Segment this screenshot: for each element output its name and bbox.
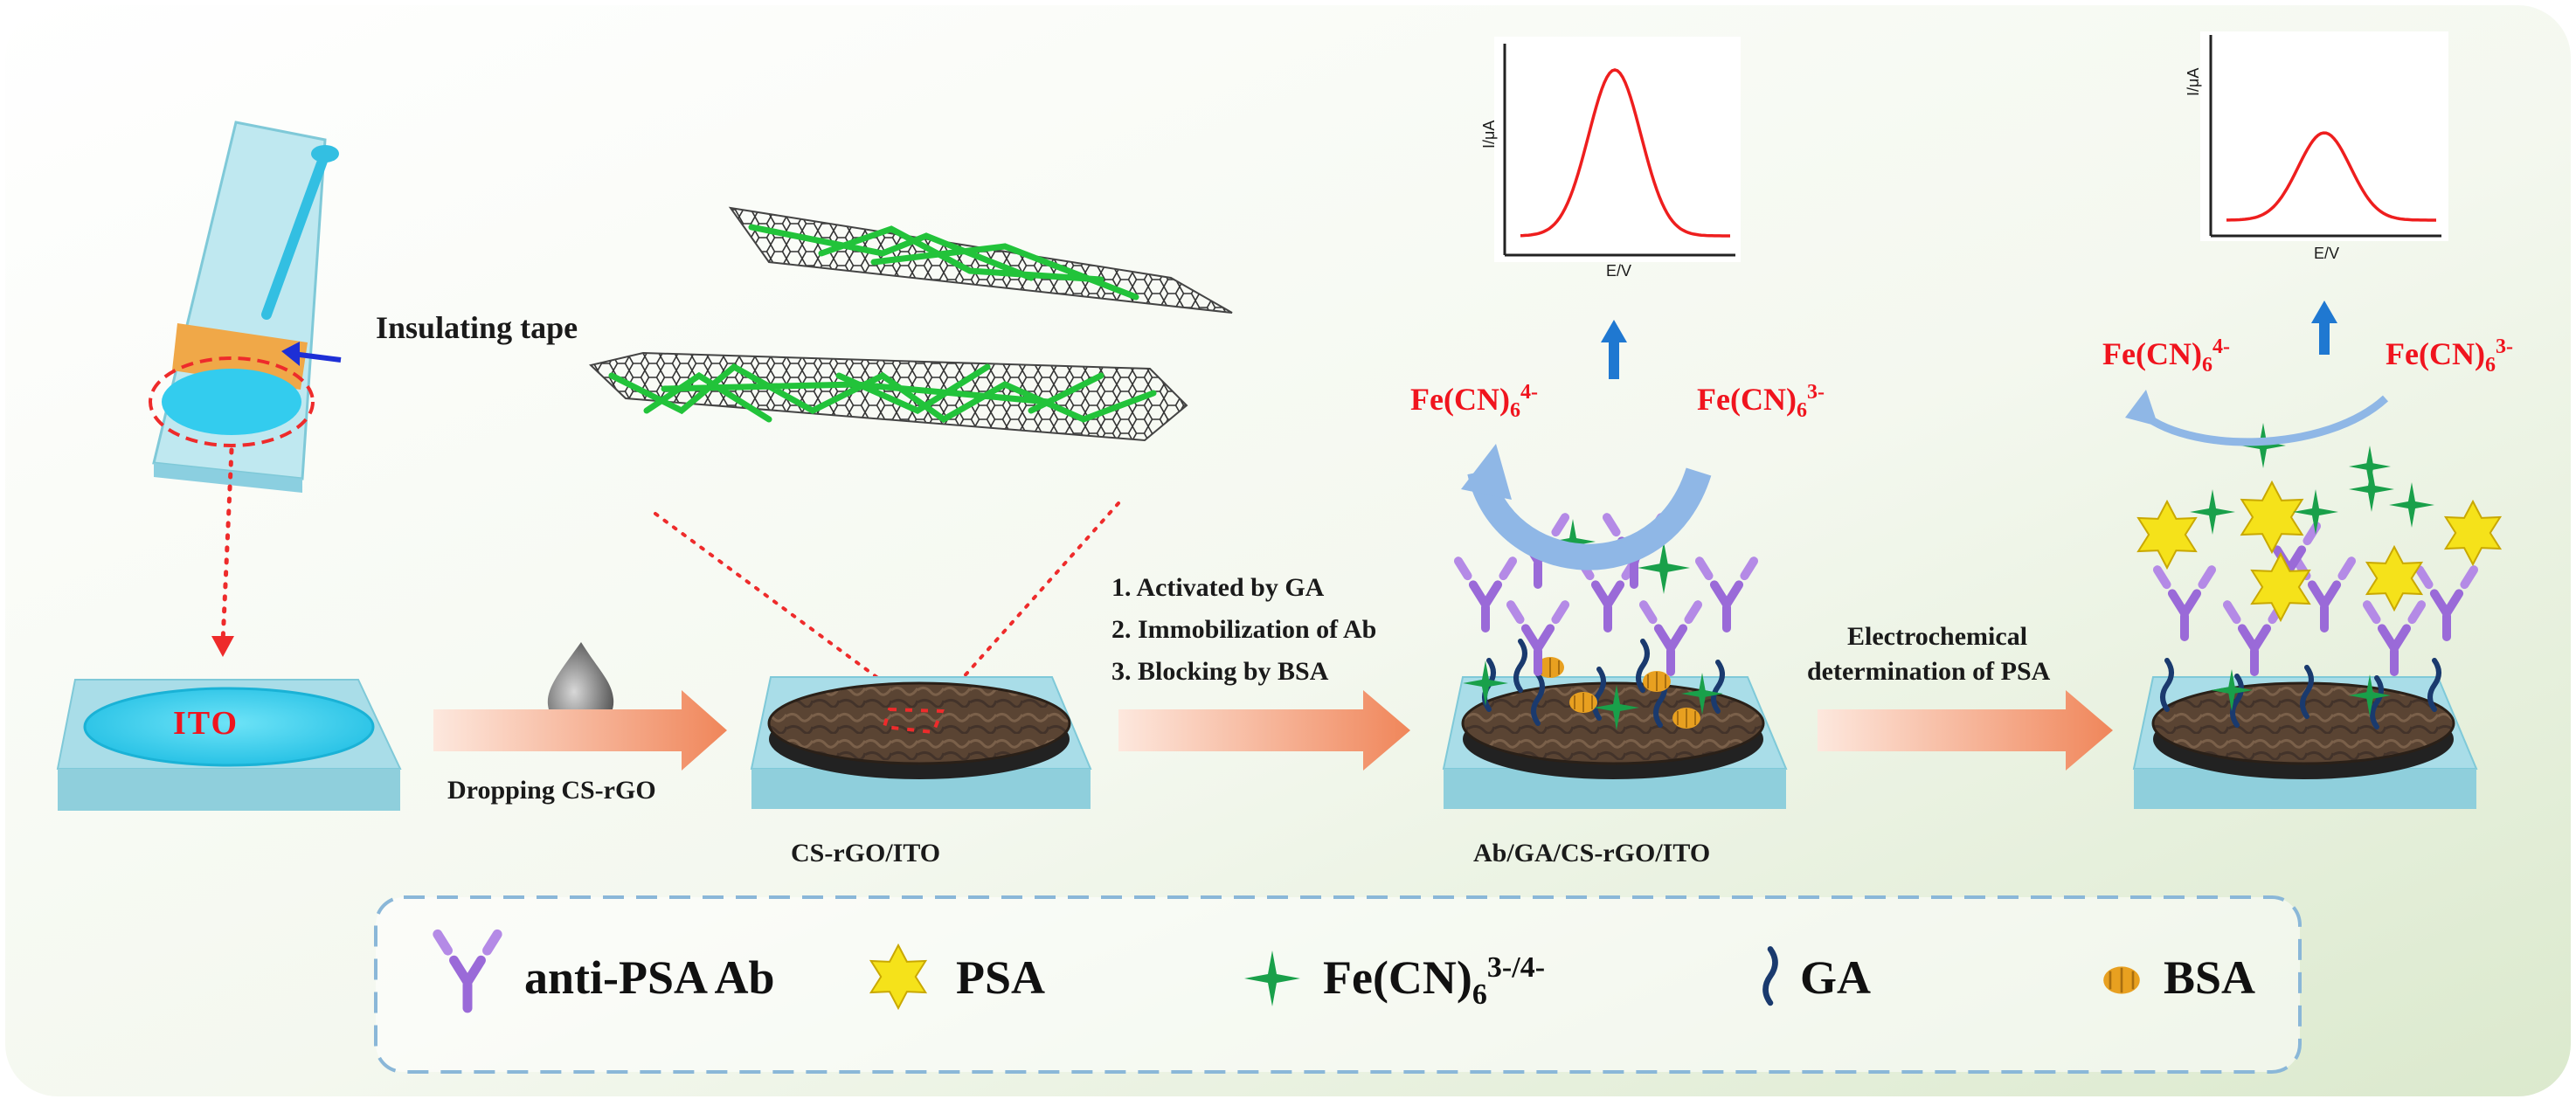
redox-label-right-1: Fe(CN)63- [1697, 381, 1825, 423]
ga-linker-e4-3 [2370, 675, 2384, 729]
bsa-e3-2 [1643, 671, 1671, 692]
ga-linker-e4-1 [2230, 674, 2244, 728]
fe-ion-e4-3 [2240, 423, 2286, 468]
dpv-plot-1 [1494, 37, 1741, 262]
dropping-label: Dropping CS-rGO [447, 776, 656, 805]
graphene-sheet-bottom [588, 351, 1188, 442]
psa-e4-2 [2250, 551, 2311, 623]
redox-cycle-arrow-1 [1467, 467, 1712, 570]
legend-psa-icon [869, 943, 928, 1011]
plot-1-ylabel: I/μA [1480, 120, 1498, 149]
graphene-sheet-top [728, 206, 1233, 314]
antibody-e4-4 [2414, 565, 2479, 641]
signal-arrow-2 [2311, 301, 2337, 355]
ito-electrode-strip [149, 121, 342, 657]
electrode-psa-modifiers [2136, 423, 2503, 729]
legend-fe-icon [1244, 950, 1300, 1006]
redox-label-right-2: Fe(CN)63- [2386, 335, 2513, 377]
fe-ion-e4-7 [2349, 674, 2391, 716]
ga-linker-e4-4 [2427, 658, 2441, 712]
redox-label-left-1: Fe(CN)64- [1410, 381, 1538, 423]
dpv-curve-1 [1520, 68, 1730, 238]
ito-zoom-line [220, 447, 234, 645]
ito-zoom-circle [149, 356, 315, 447]
ga-linker-e4-0 [2160, 658, 2174, 712]
signal-arrow-1 [1601, 320, 1627, 379]
psa-e4-0 [2136, 499, 2198, 570]
dpv-plot-2 [2200, 31, 2448, 241]
determination-label: determination of PSA [1807, 657, 2051, 686]
legend-psa-text: PSA [956, 951, 1046, 1004]
legend-bsa-icon [2103, 966, 2140, 994]
fe-ion-e4-5 [2389, 482, 2434, 528]
plot-2-xlabel: E/V [2314, 245, 2340, 262]
psa-e4-1 [2240, 480, 2304, 555]
electrochemical-label: Electrochemical [1847, 622, 2028, 651]
insulating-tape-label: Insulating tape [376, 310, 578, 345]
legend-antibody-text: anti-PSA Ab [524, 951, 775, 1004]
legend-ga-icon [1762, 946, 1778, 1006]
fe-ion-e3-4 [1638, 542, 1690, 594]
electrode-cs-rgo [750, 676, 1092, 809]
legend-bsa-text: BSA [2164, 951, 2256, 1004]
plot-1-xlabel: E/V [1606, 262, 1632, 280]
legend-ga-text: GA [1800, 951, 1871, 1004]
legend-box [374, 895, 2302, 1074]
ga-linker-e4-2 [2300, 665, 2314, 719]
antibody-e4-3 [2362, 600, 2427, 676]
bsa-e3-3 [1672, 708, 1700, 729]
ito-label: ITO [173, 705, 239, 742]
ga-linker-e3-1 [1531, 672, 1545, 726]
tape-pointer-arrow [292, 351, 342, 363]
step-1-label: 1. Activated by GA [1111, 573, 1325, 602]
fe-ion-e4-4 [2349, 446, 2391, 487]
legend-antibody-icon [433, 929, 502, 1013]
process-arrow-1 [433, 690, 727, 771]
ga-linker-e3-6 [1636, 639, 1650, 693]
ab-ga-cs-rgo-ito-label: Ab/GA/CS-rGO/ITO [1473, 839, 1711, 868]
background-panel [5, 5, 2571, 1096]
bsa-e3-1 [1569, 692, 1597, 713]
ga-linker-e3-5 [1513, 639, 1527, 693]
fe-ion-e4-1 [2293, 489, 2338, 535]
dpv-curve-2 [2226, 131, 2436, 222]
cs-rgo-ito-label: CS-rGO/ITO [791, 839, 941, 868]
ga-linker-e3-4 [1711, 660, 1725, 714]
zoom-line-left [654, 512, 884, 683]
fe-ion-e3-2 [1681, 673, 1723, 715]
redox-label-left-2: Fe(CN)64- [2102, 335, 2230, 377]
antibody-e3-1 [1506, 600, 1570, 676]
psa-e4-4 [2443, 499, 2503, 567]
fe-ion-e3-0 [1463, 660, 1508, 706]
ga-linker-e3-2 [1592, 667, 1606, 721]
fe-ion-e4-2 [2349, 467, 2394, 512]
redox-cycle-arrow-2 [2136, 395, 2389, 446]
ito-substrate [56, 679, 402, 811]
plot-2-ylabel: I/μA [2185, 67, 2202, 96]
antibody-e4-0 [2152, 565, 2217, 641]
step-3-label: 3. Blocking by BSA [1111, 657, 1329, 686]
process-arrow-3 [1818, 690, 2113, 771]
antibody-e3-3 [1638, 600, 1703, 676]
fe-ion-e3-1 [1594, 685, 1639, 730]
legend-fe-text: Fe(CN)63-/4- [1323, 951, 1546, 1011]
fe-ion-e4-0 [2190, 489, 2235, 535]
antibody-e3-4 [1694, 556, 1759, 632]
zoom-line-right [959, 501, 1120, 681]
fe-ion-e3-3 [1550, 519, 1596, 564]
antibody-e3-0 [1453, 556, 1518, 632]
psa-e4-3 [2365, 544, 2424, 612]
step-2-label: 2. Immobilization of Ab [1111, 615, 1377, 644]
fe-ion-e4-6 [2211, 669, 2253, 711]
process-arrow-2 [1118, 690, 1410, 771]
